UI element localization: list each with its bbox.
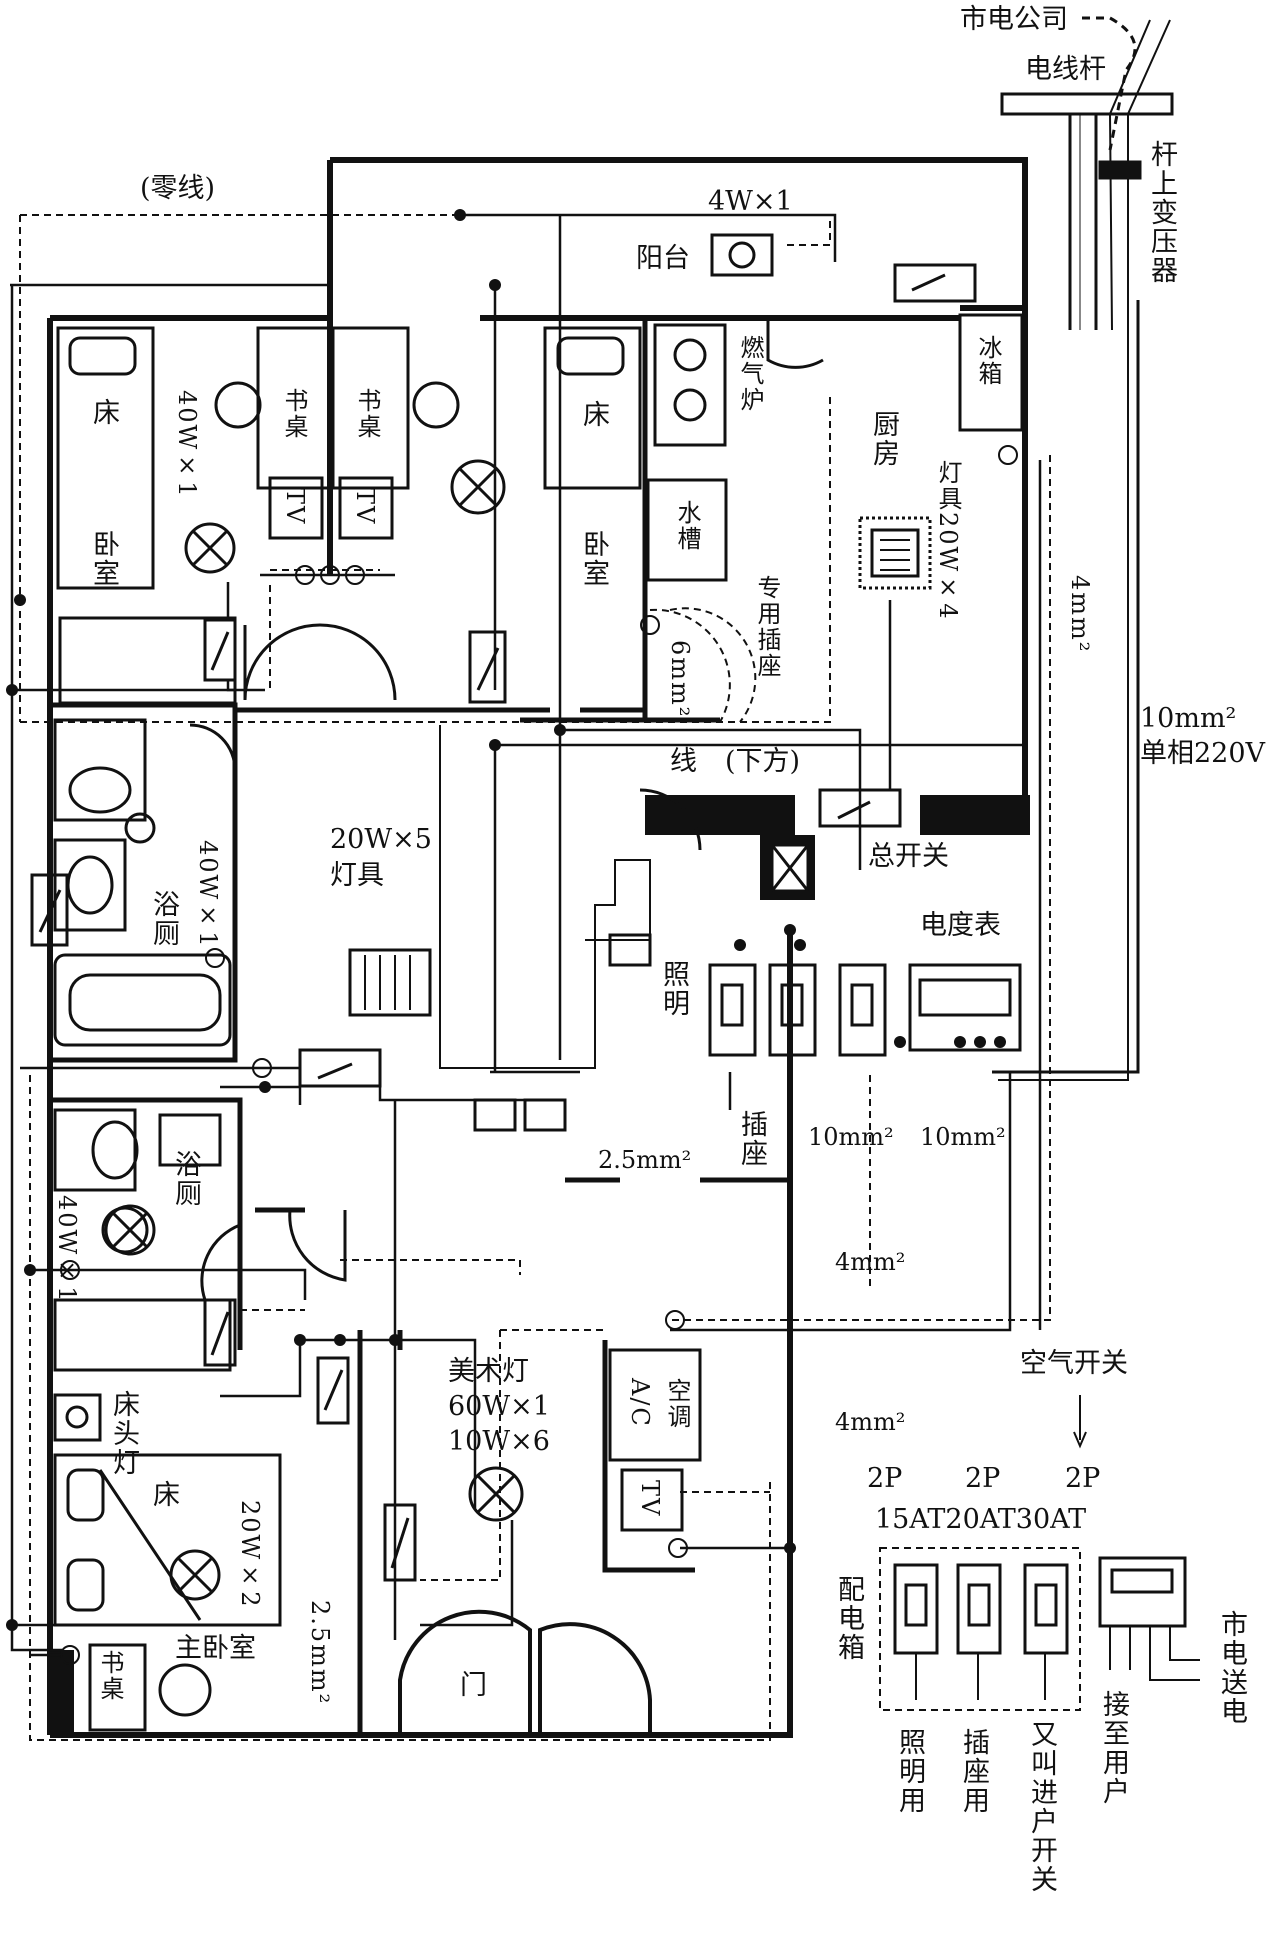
breaker-ratings-label: 15AT20AT30AT — [875, 1504, 1087, 1535]
master-bedroom-label: 主卧室 — [175, 1633, 256, 1664]
tv-c-label: TV — [636, 1480, 664, 1518]
bath1-fixtures — [53, 718, 237, 1047]
balcony-fixtures — [710, 233, 977, 303]
ac-code-label: A/C — [626, 1378, 654, 1428]
bedroom1-furniture — [56, 326, 460, 705]
bath1-lamp-label: 40W×1 — [194, 840, 222, 949]
socket-label: 插座 — [736, 1110, 767, 1168]
out-lighting-label: 照明用 — [894, 1728, 925, 1815]
desk-b-label: 书桌 — [353, 388, 381, 440]
art-lamp-1-label: 60W×1 — [448, 1391, 550, 1422]
distribution-box-label: 配电箱 — [833, 1575, 864, 1662]
main-switch-label: 总开关 — [868, 841, 949, 872]
balcony-label: 阳台 — [636, 243, 690, 274]
distribution-box — [879, 1395, 1200, 1711]
below-label: (下方) — [725, 746, 801, 777]
tv-b-label: TV — [351, 488, 379, 526]
bath2-fixtures — [53, 1108, 347, 1372]
utility-pole — [1000, 16, 1174, 331]
bedroom2-label: 卧室 — [578, 530, 609, 588]
room-switches — [30, 618, 507, 1582]
wiring-solid — [10, 213, 1042, 1657]
wiring-dashed — [19, 214, 1051, 1741]
bedroom2-bed-label: 床 — [578, 400, 609, 429]
neutral-label: (零线) — [140, 173, 216, 204]
fridge-label: 冰箱 — [974, 335, 1002, 387]
art-lamp-name-label: 美术灯 — [448, 1356, 529, 1387]
pole-a-label: 2P — [867, 1463, 903, 1494]
pole-b-label: 2P — [965, 1463, 1001, 1494]
bath1-label: 浴厕 — [148, 890, 179, 948]
door-label: 门 — [460, 1670, 487, 1701]
bedroom1-lamp-label: 40W×1 — [173, 390, 201, 499]
ac-name-label: 空调 — [663, 1378, 691, 1430]
kitchen-cable-label: 4mm² — [1066, 575, 1094, 654]
outlet-symbols — [60, 445, 1018, 1665]
cable-4b-label: 4mm² — [835, 1408, 906, 1436]
desk-a-label: 书桌 — [280, 388, 308, 440]
bath2-lamp-label: 40W×1 — [53, 1195, 81, 1304]
bedside-lamp-label: 床头灯 — [108, 1390, 139, 1477]
balcony-lamp-label: 4W×1 — [708, 186, 793, 217]
service-cable — [992, 300, 1140, 1074]
master-bed-label: 床 — [148, 1480, 179, 1509]
outer-walls — [47, 157, 1028, 1738]
cable-10b-label: 10mm² — [920, 1123, 1006, 1151]
air-switch-label: 空气开关 — [1020, 1348, 1128, 1379]
pole-c-label: 2P — [1065, 1463, 1101, 1494]
master-cable-label: 2.5mm² — [306, 1600, 334, 1706]
bedroom1-label: 卧室 — [88, 530, 119, 588]
pole-label: 电线杆 — [1025, 54, 1106, 85]
master-desk-label: 书桌 — [96, 1650, 124, 1702]
mains-label: 市电送电 — [1216, 1610, 1247, 1726]
wire-label: 线 — [670, 746, 697, 777]
to-user-label: 接至用户 — [1098, 1690, 1129, 1806]
bedroom1-bed-label: 床 — [88, 398, 119, 427]
out-main-label: 又叫进户开关 — [1026, 1720, 1057, 1894]
lamp-symbols — [104, 459, 524, 1601]
kitchen-lamp-label: 灯具20W×4 — [934, 460, 962, 621]
dedicated-socket-label: 专用插座 — [753, 575, 781, 679]
master-lamp-label: 20W×2 — [236, 1500, 264, 1609]
meter-label: 电度表 — [920, 910, 1001, 941]
kitchen-furniture — [543, 313, 1024, 590]
hall-lamp-rating-label: 20W×5 — [330, 824, 432, 855]
bath2-label: 浴厕 — [170, 1150, 201, 1208]
socket-cable-label: 6mm² — [666, 640, 694, 719]
power-company-label: 市电公司 — [960, 4, 1068, 35]
out-socket-label: 插座用 — [958, 1728, 989, 1815]
kitchen-label: 厨房 — [868, 410, 899, 468]
tv-a-label: TV — [281, 488, 309, 526]
service-cable-label: 10mm² — [1140, 703, 1237, 734]
sink-label: 水槽 — [673, 500, 701, 552]
cable-25-label: 2.5mm² — [598, 1146, 692, 1174]
cable-10a-label: 10mm² — [808, 1123, 894, 1151]
service-phase-label: 单相220V — [1140, 738, 1266, 769]
cable-4a-label: 4mm² — [835, 1248, 906, 1276]
lighting-label: 照明 — [658, 960, 689, 1018]
junction-dots — [6, 209, 1006, 1631]
art-lamp-2-label: 10W×6 — [448, 1426, 550, 1457]
gas-stove-label: 燃气炉 — [736, 335, 764, 413]
hall-lamp-name-label: 灯具 — [330, 860, 384, 891]
transformer-label: 杆上变压器 — [1146, 140, 1177, 285]
